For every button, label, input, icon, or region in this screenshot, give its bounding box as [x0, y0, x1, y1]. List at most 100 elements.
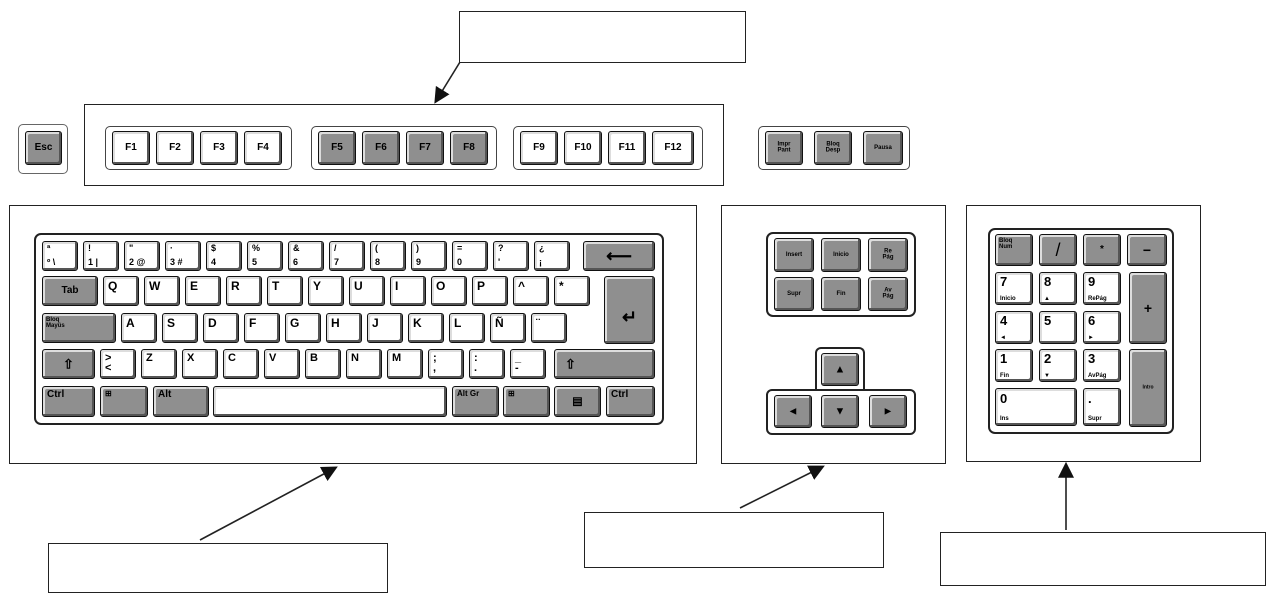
- letter-key[interactable]: D: [203, 313, 239, 343]
- backspace-key[interactable]: ⟵: [583, 241, 655, 271]
- letter-key[interactable]: Ñ: [490, 313, 526, 343]
- letter-key[interactable]: M: [387, 349, 423, 379]
- f4-key[interactable]: F4: [244, 131, 282, 165]
- letter-key[interactable]: I: [390, 276, 426, 306]
- number-row-key[interactable]: !1 |: [83, 241, 119, 271]
- left-shift-key[interactable]: ⇧: [42, 349, 95, 379]
- letter-key[interactable]: T: [267, 276, 303, 306]
- letter-key[interactable]: A: [121, 313, 157, 343]
- letter-key[interactable]: Y: [308, 276, 344, 306]
- insert-key[interactable]: Insert: [774, 238, 814, 272]
- enter-key[interactable]: ↵: [604, 276, 655, 344]
- letter-key[interactable]: ¨: [531, 313, 567, 343]
- letter-key[interactable]: B: [305, 349, 341, 379]
- number-row-key[interactable]: "2 @: [124, 241, 160, 271]
- letter-key[interactable]: Q: [103, 276, 139, 306]
- f7-key[interactable]: F7: [406, 131, 444, 165]
- number-row-key[interactable]: $4: [206, 241, 242, 271]
- number-row-key[interactable]: =0: [452, 241, 488, 271]
- arrow-left-key[interactable]: ◄: [774, 395, 812, 428]
- numpad-digit-key[interactable]: 5: [1039, 311, 1077, 344]
- numpad-digit-key[interactable]: 6►: [1083, 311, 1121, 344]
- f10-key[interactable]: F10: [564, 131, 602, 165]
- pause-key[interactable]: Pausa: [863, 131, 903, 165]
- esc-key[interactable]: Esc: [25, 131, 62, 165]
- number-row-key[interactable]: ·3 #: [165, 241, 201, 271]
- right-shift-key[interactable]: ⇧: [554, 349, 655, 379]
- letter-key[interactable]: P: [472, 276, 508, 306]
- letter-key[interactable]: E: [185, 276, 221, 306]
- numpad-decimal-key[interactable]: .Supr: [1083, 388, 1121, 426]
- numpad-digit-key[interactable]: 2▼: [1039, 349, 1077, 382]
- f3-key[interactable]: F3: [200, 131, 238, 165]
- f5-key[interactable]: F5: [318, 131, 356, 165]
- letter-key[interactable]: G: [285, 313, 321, 343]
- numpad-enter-key[interactable]: Intro: [1129, 349, 1167, 427]
- end-key[interactable]: Fin: [821, 277, 861, 311]
- space-bar[interactable]: [213, 386, 447, 417]
- left-windows-key[interactable]: ⊞: [100, 386, 148, 417]
- f6-key[interactable]: F6: [362, 131, 400, 165]
- number-row-key[interactable]: )9: [411, 241, 447, 271]
- alt-key[interactable]: Alt: [153, 386, 209, 417]
- delete-key[interactable]: Supr: [774, 277, 814, 311]
- numpad-multiply-key[interactable]: *: [1083, 234, 1121, 266]
- number-row-key[interactable]: ?': [493, 241, 529, 271]
- letter-key[interactable]: H: [326, 313, 362, 343]
- letter-key[interactable]: V: [264, 349, 300, 379]
- letter-key[interactable]: C: [223, 349, 259, 379]
- left-ctrl-key[interactable]: Ctrl: [42, 386, 95, 417]
- f8-key[interactable]: F8: [450, 131, 488, 165]
- letter-key[interactable]: Z: [141, 349, 177, 379]
- number-row-key[interactable]: %5: [247, 241, 283, 271]
- f2-key[interactable]: F2: [156, 131, 194, 165]
- letter-key[interactable]: : .: [469, 349, 505, 379]
- letter-key[interactable]: R: [226, 276, 262, 306]
- right-windows-key[interactable]: ⊞: [503, 386, 550, 417]
- numpad-divide-key[interactable]: /: [1039, 234, 1077, 266]
- letter-key[interactable]: O: [431, 276, 467, 306]
- alt-gr-key[interactable]: Alt Gr: [452, 386, 499, 417]
- letter-key[interactable]: F: [244, 313, 280, 343]
- arrow-right-key[interactable]: ►: [869, 395, 907, 428]
- letter-key[interactable]: > <: [100, 349, 136, 379]
- number-row-key[interactable]: /7: [329, 241, 365, 271]
- tab-key[interactable]: Tab: [42, 276, 98, 306]
- letter-key[interactable]: X: [182, 349, 218, 379]
- number-row-key[interactable]: ¿¡: [534, 241, 570, 271]
- f11-key[interactable]: F11: [608, 131, 646, 165]
- letter-key[interactable]: W: [144, 276, 180, 306]
- letter-key[interactable]: L: [449, 313, 485, 343]
- letter-key[interactable]: J: [367, 313, 403, 343]
- arrow-down-key[interactable]: ▼: [821, 395, 859, 428]
- f12-key[interactable]: F12: [652, 131, 694, 165]
- letter-key[interactable]: N: [346, 349, 382, 379]
- letter-key[interactable]: _ -: [510, 349, 546, 379]
- number-row-key[interactable]: &6: [288, 241, 324, 271]
- f9-key[interactable]: F9: [520, 131, 558, 165]
- numpad-plus-key[interactable]: +: [1129, 272, 1167, 344]
- letter-key[interactable]: S: [162, 313, 198, 343]
- right-ctrl-key[interactable]: Ctrl: [606, 386, 655, 417]
- letter-key[interactable]: *: [554, 276, 590, 306]
- numpad-digit-key[interactable]: 8▲: [1039, 272, 1077, 305]
- number-row-key[interactable]: (8: [370, 241, 406, 271]
- letter-key[interactable]: ; ,: [428, 349, 464, 379]
- letter-key[interactable]: K: [408, 313, 444, 343]
- letter-key[interactable]: U: [349, 276, 385, 306]
- arrow-up-key[interactable]: ▲: [821, 353, 859, 386]
- numpad-minus-key[interactable]: −: [1127, 234, 1167, 266]
- home-key[interactable]: Inicio: [821, 238, 861, 272]
